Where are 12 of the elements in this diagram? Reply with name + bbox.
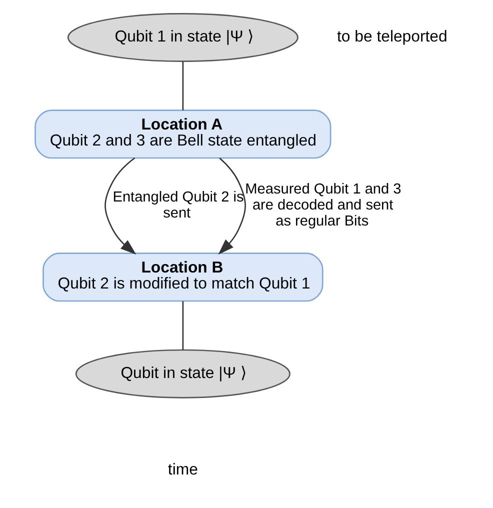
connector: [182, 62, 184, 110]
label: time: [168, 462, 198, 479]
arrow: [218, 158, 246, 255]
node-ellipse: Qubit in state |Ψ ⟩: [75, 349, 290, 398]
arrow: [104, 158, 136, 255]
node-ellipse: Qubit 1 in state |Ψ ⟩: [67, 13, 298, 62]
node-label: to be teleported: [336, 28, 448, 46]
node-box: Location B Qubit 2 is modified to match Qubit 1: [42, 252, 324, 302]
node-box: Location A Qubit 2 and 3 are Bell state entangled: [34, 110, 332, 159]
connector: [182, 301, 184, 350]
edge-label: Entangled Qubit 2 is sent: [112, 189, 244, 222]
edge-label: Measured Qubit 1 and 3 are decoded and sent as regular Bits: [245, 181, 402, 230]
